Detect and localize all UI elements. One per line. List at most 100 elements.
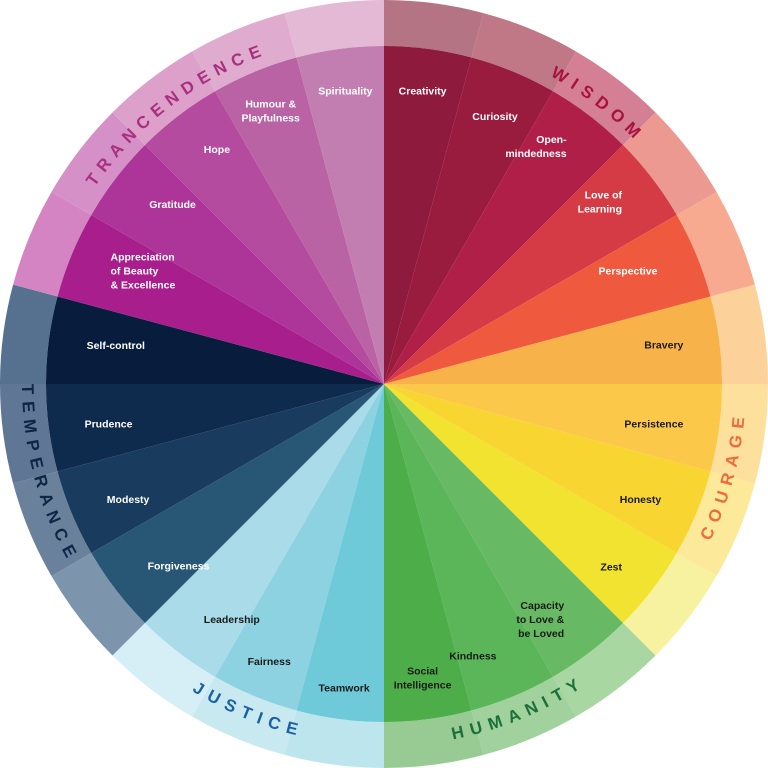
strength-slices [46,46,722,722]
slice-persistence [384,384,722,472]
strength-label-kindness: Kindness [449,651,496,663]
strength-label-line: Creativity [399,86,447,98]
slice-honesty [384,384,711,553]
strength-label-hope: Hope [204,144,230,156]
ring-segment-curiosity [471,13,576,92]
strength-label-leadership: Leadership [204,614,260,626]
strength-label-line: Leadership [204,614,260,626]
strength-label-line: Kindness [449,651,496,663]
strength-label-line: Persistence [624,418,683,430]
slice-kindness [384,384,553,711]
strength-label-line: Perspective [599,266,658,278]
ring-segment-forgiveness [51,553,146,656]
ring-segment-zest [623,553,717,656]
strength-label-line: Forgiveness [148,560,210,572]
slice-creativity [384,46,472,384]
strength-label-line: be Loved [518,628,564,640]
ring-segment-persistence [710,384,768,484]
strength-label-line: Humour & [245,99,296,111]
slice-gratitude [91,145,384,384]
strength-label-line: Spirituality [318,86,372,98]
strength-label-line: Modesty [107,494,150,506]
strength-label-line: Honesty [620,494,662,506]
strength-label-modesty: Modesty [107,494,150,506]
strength-label-line: & Excellence [111,280,176,292]
strength-label-humour-playfulness: Humour & Playfulness [242,99,301,125]
strength-label-open-mindedness: Open-mindedness [505,134,567,160]
ring-segment-creativity [384,0,484,58]
strength-label-line: to Love & [516,614,564,626]
strength-label-line: Playfulness [242,113,301,125]
strength-label-line: Appreciation [111,252,175,264]
strength-label-zest: Zest [600,562,622,574]
strength-label-line: Learning [578,203,622,215]
strength-label-line: mindedness [505,148,566,160]
strength-label-spirituality: Spirituality [318,86,372,98]
slice-modesty [57,384,385,553]
slice-open-mindedness [384,91,623,384]
ring-segment-teamwork [284,710,384,768]
slice-love-of-learning [384,145,677,384]
strength-label-line: Social [407,666,438,678]
slice-prudence [46,384,384,472]
strength-label-line: Love of [585,189,623,201]
slice-zest [384,384,677,623]
slice-forgiveness [91,384,384,623]
strength-label-bravery: Bravery [644,340,683,352]
strength-label-line: Hope [204,144,230,156]
strength-label-line: Zest [600,562,622,574]
ring-segment-bravery [710,284,768,384]
strength-label-line: Self-control [87,340,145,352]
strength-label-perspective: Perspective [599,266,658,278]
ring-segment-perspective [676,192,755,297]
slice-leadership [145,384,384,677]
ring-segment-capacity-to-love-be-loved [553,623,656,717]
slice-perspective [384,215,711,384]
slice-bravery [384,296,722,384]
ring-segment-hope [112,51,215,146]
ring-segment-self-control [0,284,58,384]
ring-segment-humour-playfulness [192,13,297,92]
slice-self-control [46,296,384,384]
strength-label-line: Curiosity [472,111,518,123]
ring-segment-spirituality [284,0,384,58]
strength-label-line: Open- [536,134,567,146]
strength-label-curiosity: Curiosity [472,111,518,123]
slice-social-intelligence [384,384,472,722]
strength-label-honesty: Honesty [620,494,662,506]
strength-label-line: Fairness [248,656,291,668]
ring-segment-honesty [676,471,755,576]
strength-label-love-of-learning: Love of Learning [578,189,623,215]
strength-label-line: Intelligence [394,680,452,692]
slice-curiosity [384,57,553,385]
strength-label-line: Prudence [85,418,133,430]
slice-spirituality [296,46,384,384]
ring-segment-modesty [13,471,92,576]
ring-segment-appreciation-of-beauty-excellence [13,192,92,297]
strength-label-line: Gratitude [149,199,196,211]
slice-appreciation-of-beauty-excellence [57,215,385,384]
strength-label-teamwork: Teamwork [319,682,370,694]
ring-segment-social-intelligence [384,710,484,768]
strength-label-creativity: Creativity [399,86,447,98]
ring-segment-prudence [0,384,58,484]
slice-capacity-to-love-be-loved [384,384,623,677]
ring-segment-love-of-learning [623,112,717,215]
strength-label-gratitude: Gratitude [149,199,196,211]
slice-fairness [215,384,384,711]
ring-segment-gratitude [51,112,146,215]
slice-teamwork [296,384,384,722]
slice-hope [145,91,384,384]
ring-segment-kindness [471,676,576,755]
strength-label-persistence: Persistence [624,418,683,430]
strength-label-line: Bravery [644,340,683,352]
ring-segment-fairness [192,676,297,755]
strength-label-fairness: Fairness [248,656,291,668]
ring-segment-open-mindedness [553,51,656,146]
